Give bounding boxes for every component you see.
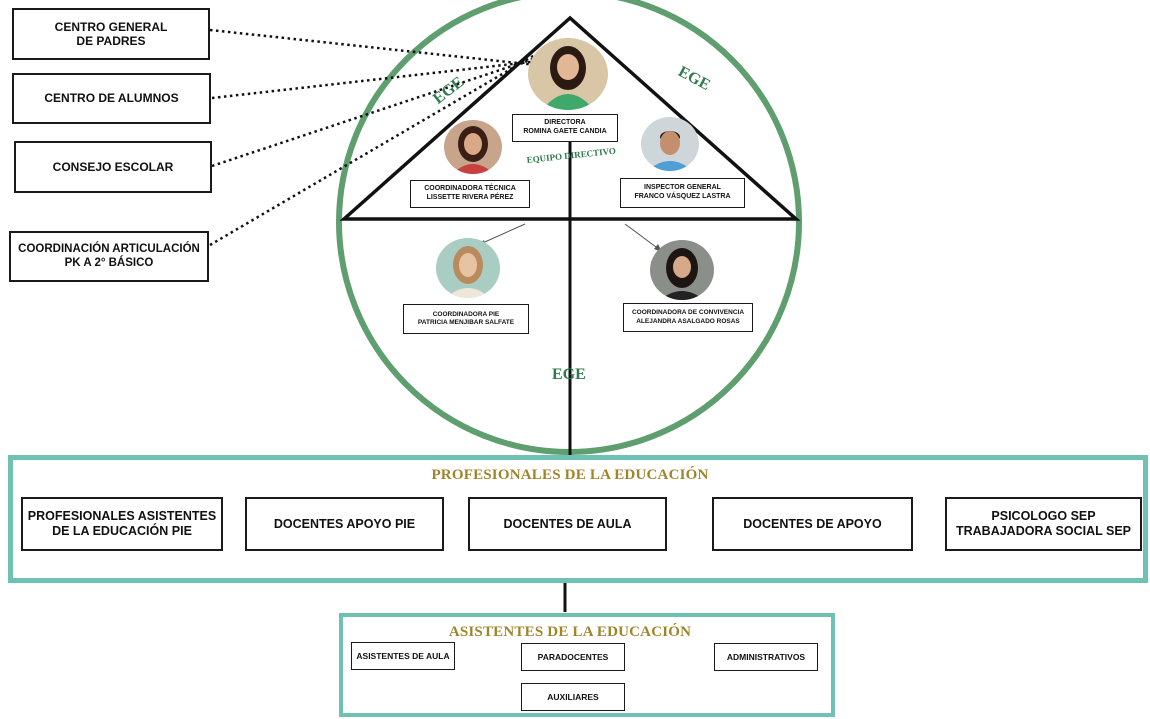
- coordinadora-convivencia-box: COORDINADORA DE CONVIVENCIA ALEJANDRA AS…: [623, 303, 753, 332]
- docentes-apoyo-pie-box: DOCENTES APOYO PIE: [245, 497, 444, 551]
- docentes-de-apoyo-box: DOCENTES DE APOYO: [712, 497, 913, 551]
- consejo-escolar-box: CONSEJO ESCOLAR: [14, 141, 212, 193]
- arrow-to-pie: [477, 223, 526, 246]
- directora-avatar: [528, 38, 608, 110]
- profesionales-frame: [8, 455, 1148, 583]
- directora-box: DIRECTORA ROMINA GAETE CANDIA: [512, 114, 618, 142]
- psicologo-trabajadora-sep-box: PSICOLOGO SEP TRABAJADORA SOCIAL SEP: [945, 497, 1142, 551]
- coordinadora-tecnica-box: COORDINADORA TÉCNICA LISSETTE RIVERA PÉR…: [410, 180, 530, 208]
- coordinacion-articulacion-box: COORDINACIÓN ARTICULACIÓN PK A 2° BÁSICO: [9, 231, 209, 282]
- coordinadora-convivencia-avatar: [650, 240, 714, 300]
- asistentes-de-aula-box: ASISTENTES DE AULA: [351, 642, 455, 670]
- asistentes-frame: [339, 613, 835, 717]
- dotted-line-centro-padres: [209, 28, 556, 69]
- centro-general-padres-box: CENTRO GENERAL DE PADRES: [12, 8, 210, 60]
- coordinadora-pie-box: COORDINADORA PIE PATRICIA MENJIBAR SALFA…: [403, 304, 529, 334]
- auxiliares-box: AUXILIARES: [521, 683, 625, 711]
- dotted-line-consejo-escolar: [211, 53, 546, 168]
- coordinadora-tecnica-avatar: [444, 120, 502, 174]
- profesionales-asistentes-pie-box: PROFESIONALES ASISTENTES DE LA EDUCACIÓN…: [21, 497, 223, 551]
- arrow-to-convivencia: [624, 223, 661, 251]
- inspector-general-box: INSPECTOR GENERAL FRANCO VÁSQUEZ LASTRA: [620, 178, 745, 208]
- centro-alumnos-box: CENTRO DE ALUMNOS: [12, 73, 211, 124]
- docentes-de-aula-box: DOCENTES DE AULA: [468, 497, 667, 551]
- inspector-general-avatar: [641, 117, 699, 171]
- dotted-line-coordinacion: [209, 50, 541, 247]
- paradocentes-box: PARADOCENTES: [521, 643, 625, 671]
- asistentes-title: ASISTENTES DE LA EDUCACIÓN: [448, 624, 692, 640]
- dotted-line-centro-alumnos: [211, 58, 549, 100]
- ege-label-bottom: EGE: [552, 366, 586, 383]
- profesionales-title: PROFESIONALES DE LA EDUCACIÓN: [431, 467, 709, 483]
- administrativos-box: ADMINISTRATIVOS: [714, 643, 818, 671]
- coordinadora-pie-avatar: [436, 238, 500, 298]
